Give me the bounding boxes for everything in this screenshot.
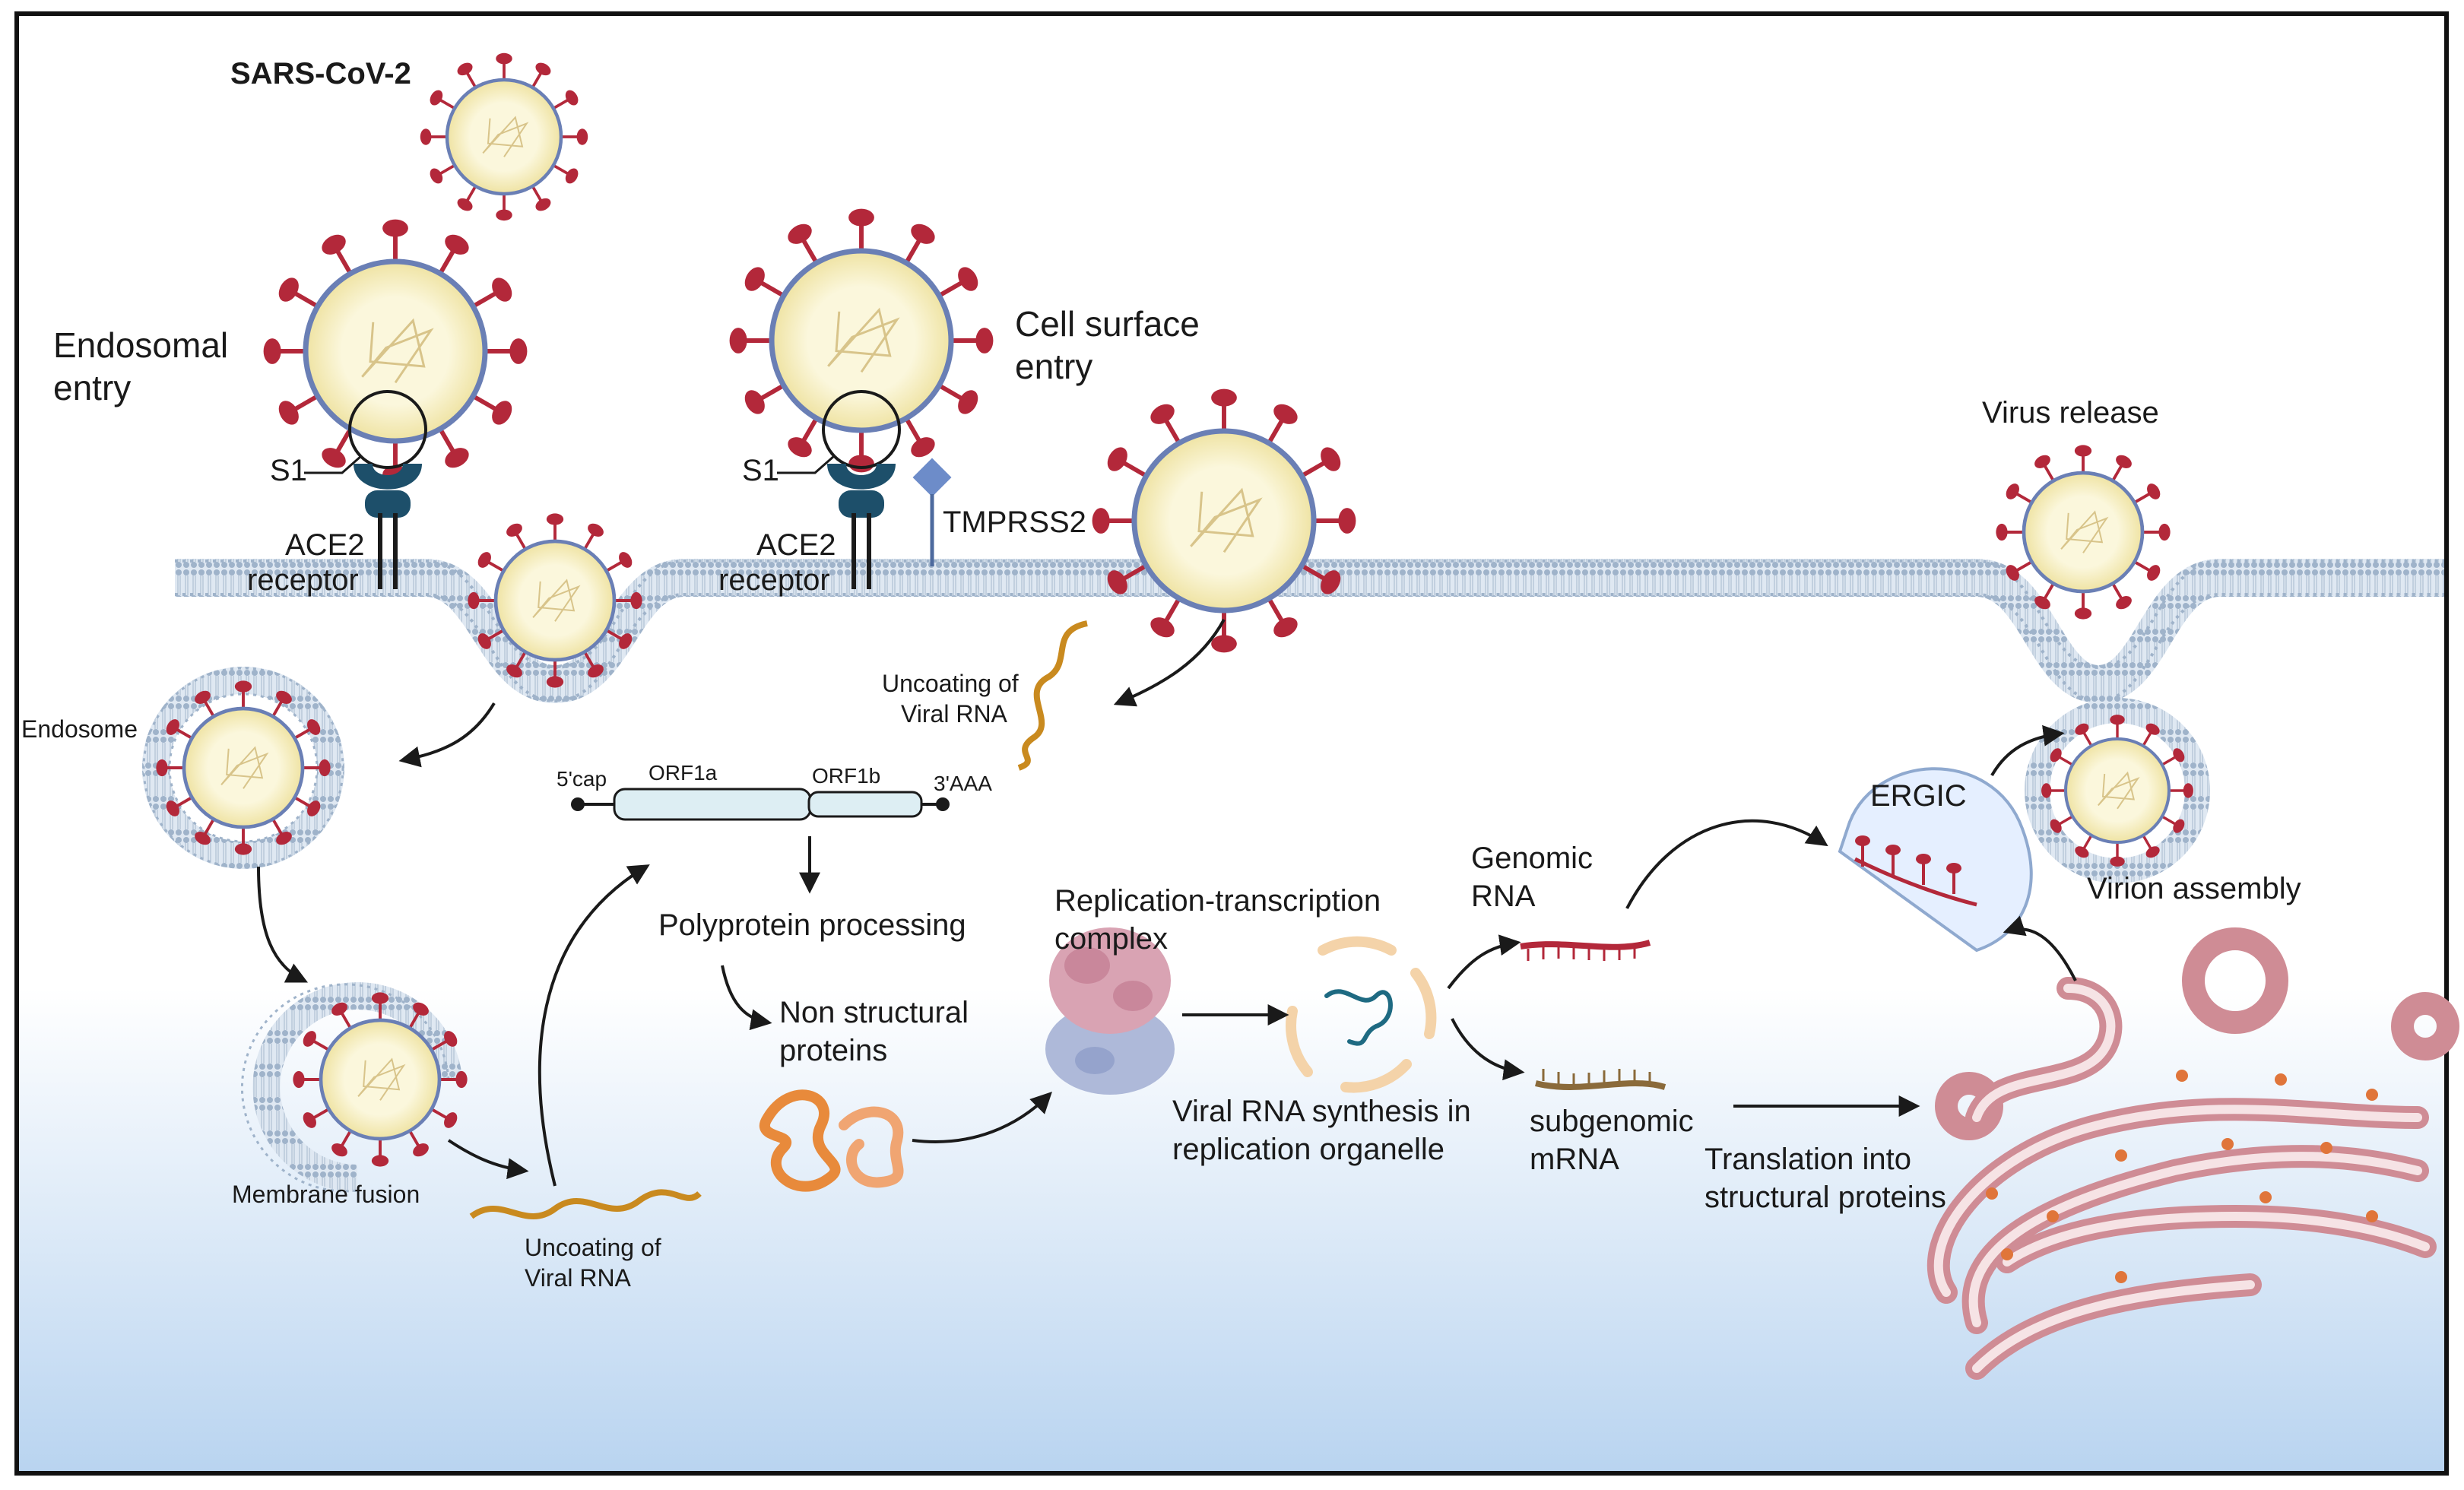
virus-in-endosome [156, 680, 331, 855]
viral-rna-strand-left [469, 1189, 702, 1219]
virus-release-particle [1996, 445, 2171, 620]
label-tmprss2: TMPRSS2 [943, 506, 1086, 539]
label-3-aaa: 3'AAA [934, 772, 992, 795]
replication-organelle-icon [1286, 936, 1437, 1093]
label-polyprotein-processing: Polyprotein processing [658, 908, 966, 942]
label-virion-assembly: Virion assembly [2087, 872, 2301, 905]
label-virus: SARS-CoV-2 [230, 57, 411, 90]
non-structural-protein-blobs [759, 1089, 904, 1192]
orf1b-box [807, 791, 923, 818]
label-s1-left: S1 [270, 454, 307, 487]
virus-in-invagination [468, 513, 642, 688]
s1-pointer-left [304, 455, 362, 474]
label-orf1b: ORF1b [812, 764, 880, 788]
tmprss2-protease [912, 458, 952, 566]
label-orf1a: ORF1a [649, 761, 718, 785]
virus-cell-surface-entry [729, 208, 994, 473]
viral-rna-strand-top [1017, 620, 1088, 771]
virus-fusing-membrane [1092, 388, 1356, 653]
virus-endosomal-entry [263, 219, 528, 483]
label-5-cap: 5'cap [557, 767, 607, 791]
ace2-receptor-left [348, 390, 427, 589]
ergic-spikes [1855, 835, 1961, 894]
label-ergic: ERGIC [1870, 779, 1967, 813]
virus-membrane-fusion [293, 992, 468, 1167]
label-endosome: Endosome [21, 715, 138, 743]
orf1a-box [613, 788, 812, 821]
s1-pointer-right [777, 455, 835, 474]
er-inner-lines [1933, 984, 2430, 1373]
label-membrane-fusion: Membrane fusion [232, 1181, 420, 1208]
label-s1-right: S1 [742, 454, 779, 487]
process-arrows [257, 619, 2077, 1187]
genome-orf-map [571, 788, 950, 821]
virus-assembled-virion [2041, 715, 2193, 867]
replication-transcription-complex-icon [1045, 927, 1175, 1095]
label-virus-release: Virus release [1982, 396, 2159, 430]
ribosome-dots [1986, 1070, 2378, 1283]
ace2-receptor-right [822, 390, 901, 589]
virus-free-particle [420, 52, 588, 221]
genomic-rna-icon [1520, 940, 1651, 961]
subgenomic-mrna-icon [1535, 1069, 1666, 1090]
